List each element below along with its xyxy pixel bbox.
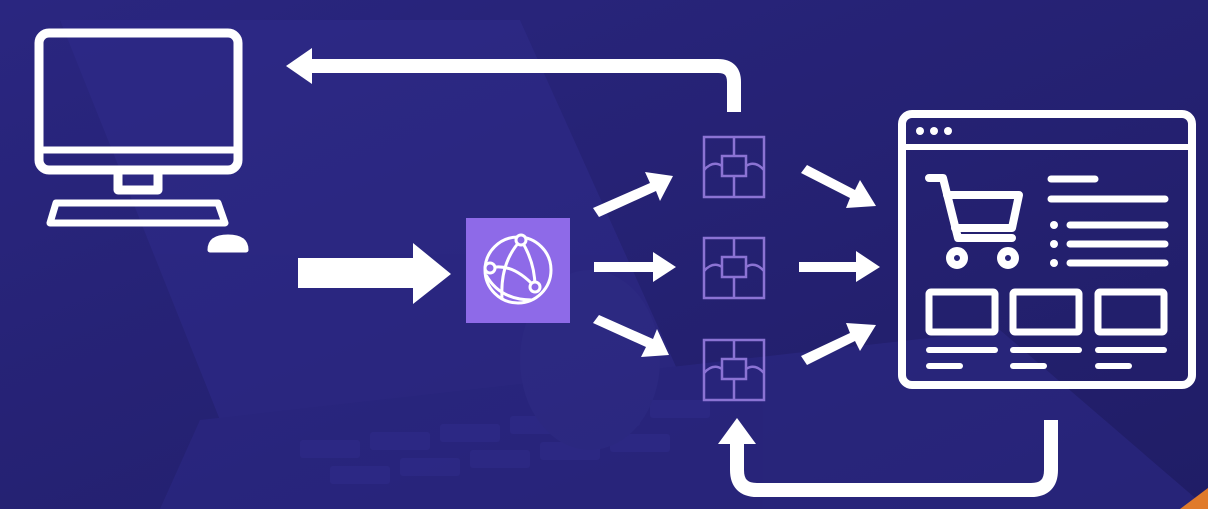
laptop-backdrop bbox=[60, 20, 1208, 509]
arrow-edge-1-to-origin bbox=[801, 165, 876, 208]
cloudfront-distribution-icon bbox=[466, 218, 570, 323]
arrow-edge-3-to-origin bbox=[801, 323, 876, 365]
shopping-cart-icon bbox=[925, 174, 1023, 269]
arrow-edge-1-to-client bbox=[310, 59, 741, 112]
arrow-edge-2-to-origin bbox=[799, 251, 880, 282]
arrow-client-to-cdn bbox=[298, 243, 451, 304]
ecommerce-website-icon bbox=[898, 110, 1196, 389]
edge-location-icon bbox=[702, 338, 766, 402]
arrow-cdn-to-edge-1 bbox=[593, 172, 673, 217]
arrow-edge-1-to-client-head bbox=[286, 48, 312, 84]
accent-corner bbox=[1180, 488, 1208, 509]
arrow-origin-to-edge-3 bbox=[730, 420, 1058, 497]
desktop-computer-icon bbox=[34, 28, 249, 253]
arrow-cdn-to-edge-3 bbox=[593, 315, 669, 357]
edge-location-icon bbox=[702, 135, 766, 199]
arrow-cdn-to-edge-2 bbox=[594, 252, 676, 282]
arrow-origin-to-edge-3-head bbox=[718, 418, 756, 444]
edge-location-icon bbox=[702, 236, 766, 300]
